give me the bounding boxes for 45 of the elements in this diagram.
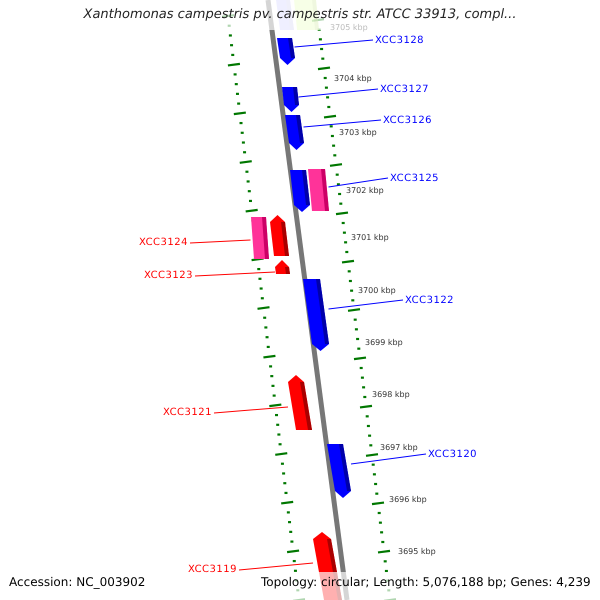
info-text: Topology: circular; Length: 5,076,188 bp; Genes: 4,239 bbox=[261, 575, 591, 589]
gene-label: XCC3119 bbox=[188, 563, 237, 576]
gene-label: XCC3126 bbox=[383, 114, 432, 127]
position-label: 3703 kbp bbox=[339, 127, 377, 138]
gene-feature bbox=[275, 260, 290, 274]
gene-label: XCC3122 bbox=[405, 294, 454, 307]
leader-line bbox=[328, 300, 404, 310]
position-label: 3699 kbp bbox=[365, 337, 403, 348]
position-label: 3704 kbp bbox=[334, 73, 372, 84]
leader-line bbox=[298, 88, 378, 98]
position-label: 3700 kbp bbox=[358, 285, 396, 296]
position-label: 3698 kbp bbox=[372, 389, 410, 400]
gene-label: XCC3127 bbox=[380, 83, 430, 96]
gene-feature bbox=[327, 444, 351, 498]
gene-feature bbox=[290, 170, 310, 212]
gene-label: XCC3125 bbox=[390, 172, 440, 185]
leader-line bbox=[328, 178, 388, 188]
position-label: 3705 kbp bbox=[330, 22, 368, 33]
leader-line bbox=[194, 272, 276, 276]
position-label: 3702 kbp bbox=[346, 185, 384, 196]
position-label: 3695 kbp bbox=[398, 546, 436, 557]
gene-label: XCC3120 bbox=[428, 448, 478, 461]
leader-line bbox=[238, 562, 314, 570]
gene-label: XCC3124 bbox=[138, 236, 188, 249]
gene-feature bbox=[308, 169, 328, 211]
leader-line bbox=[190, 240, 251, 244]
gene-feature bbox=[270, 215, 288, 256]
gene-feature bbox=[302, 279, 328, 351]
leader-line bbox=[294, 40, 374, 48]
title: Xanthomonas campestris pv. campestris str. ATCC 33913, compl... bbox=[82, 8, 518, 21]
gene-label: XCC3128 bbox=[375, 34, 424, 47]
leader-line bbox=[214, 406, 288, 414]
gene-label: XCC3123 bbox=[144, 269, 193, 282]
info-text: Accession: NC_003902 bbox=[9, 575, 146, 589]
leader-line bbox=[350, 454, 426, 464]
leader-line bbox=[303, 120, 382, 128]
gene-feature bbox=[284, 115, 304, 150]
position-label: 3697 kbp bbox=[380, 442, 418, 453]
position-label: 3701 kbp bbox=[351, 232, 389, 243]
gene-feature bbox=[282, 87, 298, 112]
gene-feature bbox=[276, 38, 294, 65]
position-label: 3696 kbp bbox=[389, 494, 427, 505]
gene-label: XCC3121 bbox=[162, 406, 212, 419]
gene-feature bbox=[250, 217, 268, 259]
gene-feature bbox=[288, 375, 312, 430]
